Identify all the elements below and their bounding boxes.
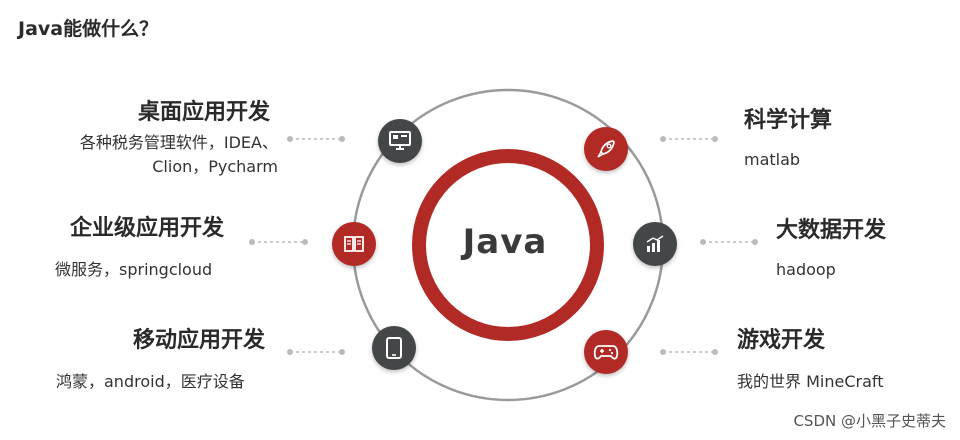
desc-mobile: 鸿蒙，android，医疗设备 bbox=[56, 372, 245, 391]
heading-science: 科学计算 bbox=[744, 108, 833, 133]
tablet-icon bbox=[372, 326, 416, 370]
desc-desktop-line2: Clion，Pycharm bbox=[152, 157, 278, 176]
heading-game: 游戏开发 bbox=[737, 328, 826, 353]
java-ring bbox=[412, 149, 604, 341]
desktop-icon bbox=[378, 119, 422, 163]
desc-enterprise: 微服务，springcloud bbox=[55, 260, 213, 279]
connector-lines bbox=[252, 138, 755, 353]
rocket-icon bbox=[584, 127, 628, 171]
heading-mobile: 移动应用开发 bbox=[133, 328, 266, 353]
center-label: Java bbox=[462, 222, 548, 262]
desc-desktop-line1: 各种税务管理软件，IDEA、 bbox=[79, 133, 278, 152]
heading-bigdata: 大数据开发 bbox=[776, 218, 887, 243]
book-icon bbox=[332, 222, 376, 266]
desc-science: matlab bbox=[744, 150, 801, 169]
bar-chart-icon bbox=[633, 222, 677, 266]
page-title: Java能做什么？ bbox=[18, 18, 159, 40]
watermark: CSDN @小黑子史蒂夫 bbox=[793, 412, 946, 430]
desc-game: 我的世界 MineCraft bbox=[737, 372, 884, 391]
connector-dots bbox=[249, 136, 758, 355]
gamepad-icon bbox=[584, 330, 628, 374]
desc-bigdata: hadoop bbox=[776, 260, 836, 279]
heading-desktop: 桌面应用开发 bbox=[138, 100, 271, 125]
heading-enterprise: 企业级应用开发 bbox=[70, 216, 225, 241]
